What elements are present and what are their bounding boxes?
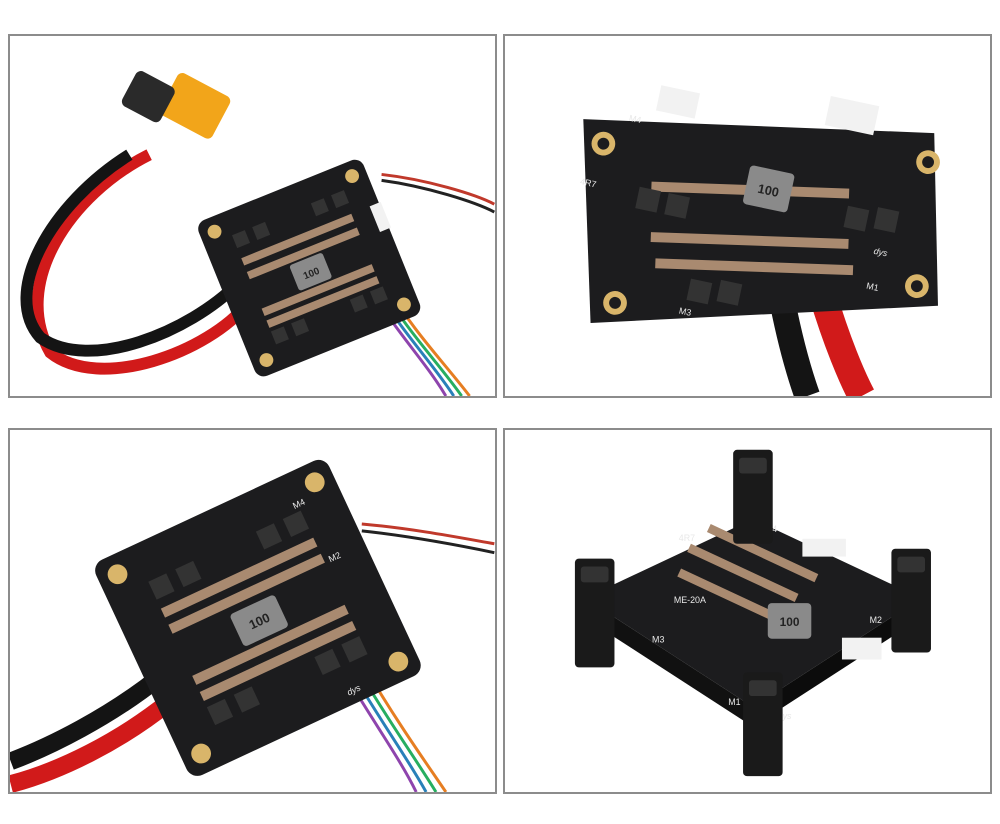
esc-board-photo-4: 100 M4 M3 M2 M1 4R7 dys ME-20A [574,449,931,777]
silkscreen-label: M3 [678,306,692,318]
esc-board-photo-1: 100 [20,71,495,396]
esc-pcb: 100 [198,159,421,377]
signal-wire [361,522,495,546]
brand-logo: dys [778,711,792,721]
silkscreen-label: 4R7 [679,533,695,543]
photo-esc-with-standoffs: 100 M4 M3 M2 M1 4R7 dys ME-20A [503,428,992,794]
silkscreen-label: M2 [870,615,882,625]
black-power-wire [20,149,243,357]
silkscreen-label: 4R7 [579,176,597,189]
silkscreen-label: M1 [728,697,740,707]
connector [841,637,882,660]
inductor-label: 100 [756,181,780,200]
silkscreen-label: M4 [628,113,642,125]
signal-wire [381,172,495,206]
silkscreen-label: M2 [327,550,342,564]
red-power-wire [10,695,175,792]
silkscreen-label: M1 [865,281,879,293]
esc-pcb: 100 M4 M3 M2 M1 4R7 dys ME-20A [584,519,922,727]
esc-board-photo-2: 100 M4 M3 M1 4R7 dys [579,85,940,396]
connector [824,95,880,136]
silkscreen-label: M3 [652,635,664,645]
inductor [767,603,812,639]
photo-esc-closeup: 100 M4 M3 M1 4R7 dys [503,34,992,398]
standoffs [574,449,931,777]
red-power-wire [31,149,253,375]
xt60-connector [121,71,231,139]
inductor-label: 100 [780,615,800,629]
silkscreen-label: M4 [291,497,306,511]
black-power-wire [770,300,820,396]
esc-pcb: 100 M4 M3 M1 4R7 dys [579,85,940,323]
esc-board-photo-3: 100 M4 M2 dys [10,459,495,792]
signal-wire [361,529,495,555]
esc-pcb: 100 M4 M2 dys [95,459,421,776]
inductor [743,165,795,213]
silkscreen-label: ME-20A [674,595,706,605]
photo-esc-angled: 100 M4 M2 dys [8,428,497,794]
signal-wire [381,178,495,214]
black-power-wire [10,670,165,770]
connector [802,538,846,557]
photo-esc-with-xt60: 100 [8,34,497,398]
inductor [289,253,332,291]
signal-wire [369,676,448,792]
brand-logo: dys [873,246,889,259]
inductor [230,595,288,646]
connector [655,85,701,119]
